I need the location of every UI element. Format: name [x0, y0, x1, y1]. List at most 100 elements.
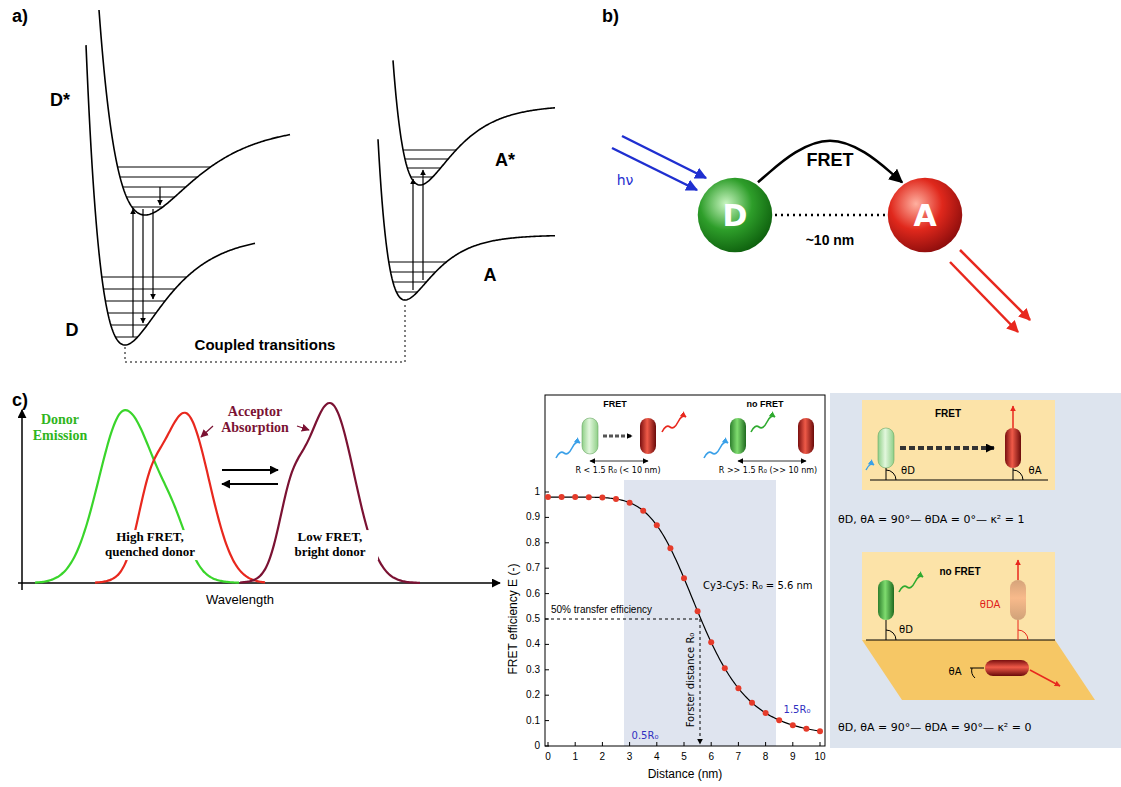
vibrational-level: [389, 262, 447, 263]
data-point: [722, 665, 728, 671]
transition-arrow: [412, 179, 413, 290]
tick-mark: [545, 746, 549, 747]
vibrational-level: [123, 187, 186, 188]
tick-label: 8: [763, 751, 769, 763]
note-text: Low FRET, bright donor: [282, 530, 378, 560]
light-arrow: [950, 262, 1018, 332]
tick-mark: [711, 742, 712, 746]
tick-mark: [820, 742, 821, 746]
tick-mark: [656, 742, 657, 746]
tick-mark: [545, 593, 549, 594]
dipole-arrow: [1030, 670, 1060, 686]
data-point: [695, 608, 701, 614]
light-wave: [751, 416, 775, 432]
angle-label: θD: [899, 624, 913, 636]
molecule-letter: D: [723, 199, 748, 232]
tick-mark: [602, 742, 603, 746]
vibrational-level: [411, 177, 433, 178]
leader-line: [201, 426, 213, 437]
spectrum-axes: [18, 410, 500, 590]
efficiency-chart: [545, 395, 825, 746]
circle-shape: [888, 178, 962, 252]
tick-mark: [548, 742, 549, 746]
tick-label: 4: [654, 751, 660, 763]
angle-arc: [1013, 470, 1023, 480]
angle-label: θDA: [980, 599, 1000, 611]
tick-label: 10: [814, 751, 825, 763]
vibrational-level: [108, 313, 156, 314]
data-point: [763, 710, 769, 716]
tick-mark: [629, 742, 630, 746]
chart-frame: [545, 395, 825, 746]
data-point: [708, 639, 714, 645]
axis-title: Wavelength: [206, 593, 274, 608]
angle-arc: [886, 630, 896, 640]
data-point: [667, 545, 673, 551]
tick-label: 0: [534, 740, 540, 752]
orientation-plane: [862, 400, 1055, 490]
tick-mark: [792, 742, 793, 746]
acceptor-ghost: [1010, 580, 1026, 620]
light-wave: [866, 464, 874, 470]
angle-label: θD: [901, 465, 915, 477]
coupling-bracket: [125, 302, 405, 362]
dashed-guide: [545, 619, 699, 620]
tick-mark: [545, 568, 549, 569]
molecule-circle: D: [697, 177, 773, 253]
potential-curve: [99, 10, 290, 215]
transfer-connector: [775, 214, 885, 217]
panel-letter: a): [12, 6, 28, 27]
data-point: [640, 508, 646, 514]
angle-label: θA: [949, 666, 962, 678]
tick-mark: [545, 492, 549, 493]
tick-mark: [545, 542, 549, 543]
data-point: [654, 522, 660, 528]
curve-label: Donor Emission: [24, 412, 96, 444]
data-point: [559, 494, 565, 500]
angle-arc: [886, 470, 896, 480]
vibrational-level: [127, 197, 175, 198]
tick-label: 3: [627, 751, 633, 763]
tick-label: 9: [790, 751, 796, 763]
tick-label: 0.7: [526, 562, 540, 574]
acceptor-capsule: [985, 660, 1029, 676]
transition-arrow: [142, 209, 143, 323]
angle-label: θA: [1029, 465, 1042, 477]
tick-label: 0.6: [526, 588, 540, 600]
inset-title: no FRET: [939, 566, 980, 578]
tick-label: 0.9: [526, 512, 540, 524]
tick-label: 1: [534, 486, 540, 498]
light-wave: [899, 576, 923, 592]
light-wave: [556, 442, 580, 458]
distance-arrow: [590, 461, 648, 462]
tick-mark: [545, 720, 549, 721]
data-point: [545, 494, 551, 500]
inset-title: FRET: [603, 399, 627, 409]
vibrational-level: [393, 282, 426, 283]
donor-capsule: [878, 580, 894, 620]
range-label: 0.5R₀: [632, 730, 659, 742]
tick-label: 0.4: [526, 639, 540, 651]
tick-label: 0.1: [526, 715, 540, 727]
inset-title: no FRET: [747, 399, 784, 409]
panel-letter: b): [602, 6, 619, 27]
potential-curve: [378, 139, 555, 300]
data-point: [803, 726, 809, 732]
tick-label: 6: [708, 751, 714, 763]
tick-label: 0.8: [526, 537, 540, 549]
angle-arc: [972, 668, 975, 678]
transfer-connector: [758, 141, 902, 182]
base-line: [866, 640, 1055, 641]
axis-title: Distance (nm): [648, 768, 723, 782]
vibrational-level: [405, 159, 448, 160]
tick-label: 0.2: [526, 689, 540, 701]
range-label: 1.5R₀: [784, 704, 811, 716]
inset-title: FRET: [935, 408, 961, 420]
vibrational-level: [407, 168, 440, 169]
data-point: [572, 494, 578, 500]
circle-shape: [698, 178, 772, 252]
donor-capsule: [878, 428, 894, 468]
data-point: [613, 496, 619, 502]
vibrational-level: [105, 301, 165, 302]
data-point: [681, 575, 687, 581]
